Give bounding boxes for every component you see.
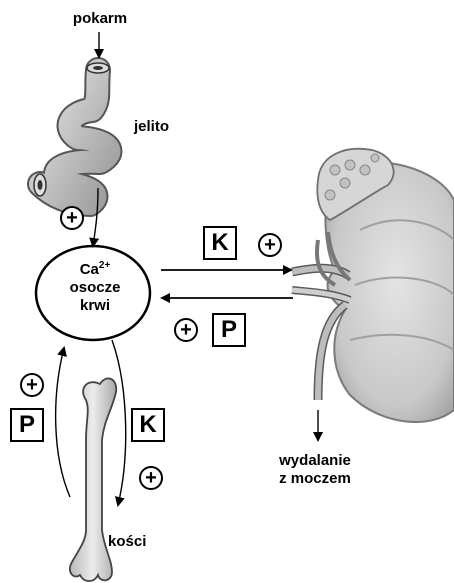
- arrow-bone-to-plasma: [56, 348, 70, 497]
- excretion-line1: wydalanie: [260, 452, 370, 470]
- plasma-label: Ca2+ osocze krwi: [40, 261, 150, 315]
- kidney-illustration: [292, 149, 454, 422]
- calcium-charge: 2+: [99, 260, 110, 271]
- plus-icon-bone-calcitonin: +: [139, 466, 163, 490]
- calcitonin-box-bone: K: [131, 408, 165, 442]
- plus-icon-bone-parathormone: +: [20, 373, 44, 397]
- intestine-label: jelito: [134, 118, 169, 136]
- plus-icon-intestine: +: [60, 206, 84, 230]
- bones-label: kości: [108, 533, 146, 551]
- calcitonin-box-kidney: K: [203, 226, 237, 260]
- plus-icon-kidney-calcitonin: +: [258, 233, 282, 257]
- parathormone-box-bone: P: [10, 408, 44, 442]
- excretion-line2: z moczem: [260, 470, 370, 488]
- arrow-plasma-to-bone: [112, 340, 126, 505]
- calcium-label: Ca: [80, 261, 99, 278]
- plasma-line1: osocze: [40, 279, 150, 297]
- intestine-illustration: [34, 63, 109, 204]
- plasma-line2: krwi: [40, 297, 150, 315]
- parathormone-box-kidney: P: [212, 313, 246, 347]
- excretion-label: wydalanie z moczem: [260, 452, 370, 488]
- plus-icon-kidney-parathormone: +: [174, 318, 198, 342]
- food-label: pokarm: [70, 10, 130, 28]
